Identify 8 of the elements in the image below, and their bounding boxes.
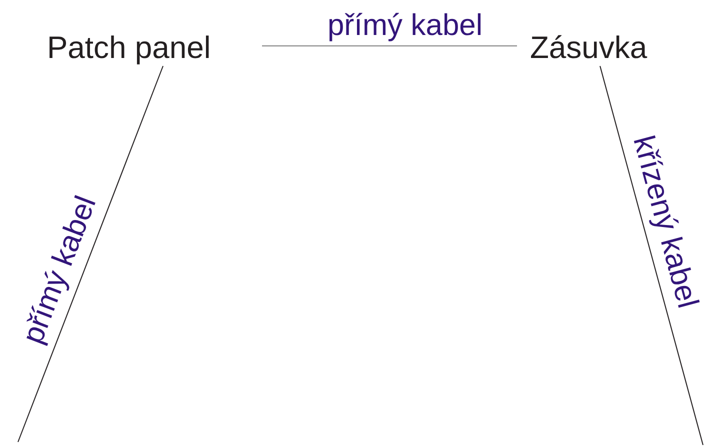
edge-label: přímý kabel	[18, 192, 102, 348]
cable-line	[262, 45, 518, 46]
edge-label: přímý kabel	[327, 11, 483, 41]
cable-line	[18, 66, 164, 442]
edge-label: křízený kabel	[628, 132, 702, 312]
cable-line	[600, 66, 704, 446]
node-label: Patch panel	[47, 32, 211, 62]
node-label: Zásuvka	[530, 32, 648, 62]
